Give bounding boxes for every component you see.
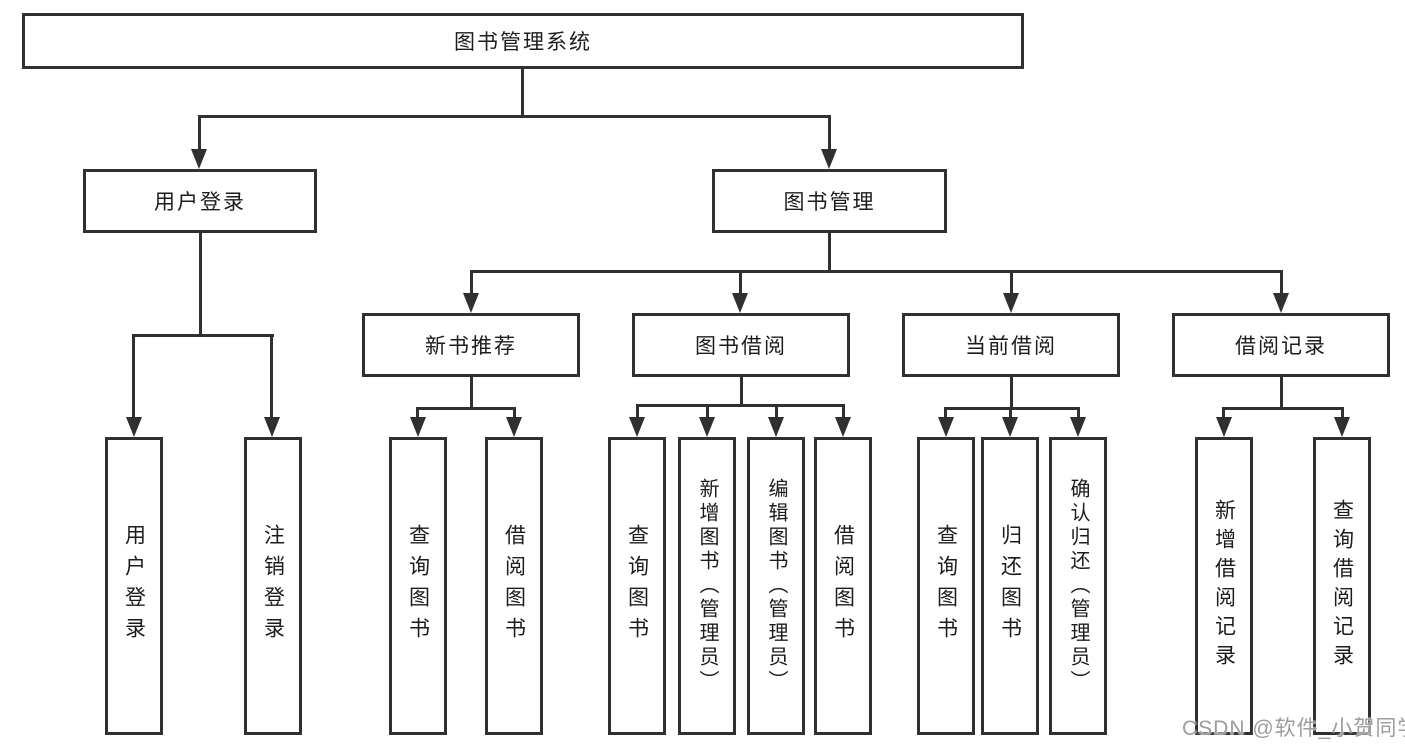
leaf-return-books-label: 归还图书 (998, 524, 1022, 648)
node-book-borrowing: 图书借阅 (632, 313, 850, 377)
leaf-add-borrow-record: 新增借阅记录 (1195, 437, 1253, 735)
connector-to-confirm-return-admin (1077, 407, 1080, 421)
connector-to-leaf-logout (270, 334, 273, 421)
connector-book-borrowing-branch (636, 404, 845, 407)
node-book-management: 图书管理 (712, 169, 947, 233)
arrowhead-edit-books-admin-icon (768, 417, 784, 437)
connector-to-add-borrow-record (1222, 407, 1225, 421)
arrowhead-query-books-current-icon (938, 417, 954, 437)
leaf-logout: 注销登录 (244, 437, 302, 735)
connector-user-login-stem (199, 233, 202, 337)
arrowhead-borrow-books-borrowing-icon (835, 417, 851, 437)
connector-to-query-books-borrowing (636, 404, 639, 421)
arrowhead-leaf-user-login-icon (126, 417, 142, 437)
connector-book-borrowing-stem (740, 377, 743, 407)
leaf-confirm-return-admin: 确认归还（管理员） (1049, 437, 1107, 735)
connector-user-login-branch (132, 334, 274, 337)
connector-to-user-login (198, 115, 201, 153)
node-user-login-label: 用户登录 (154, 191, 246, 214)
arrowhead-add-borrow-record-icon (1216, 417, 1232, 437)
arrowhead-new-book-recommend-icon (463, 293, 479, 313)
arrowhead-borrow-books-recommend-icon (506, 417, 522, 437)
connector-new-book-branch (416, 407, 516, 410)
leaf-edit-books-admin: 编辑图书（管理员） (747, 437, 805, 735)
connector-to-new-book-recommend (470, 270, 473, 297)
node-root: 图书管理系统 (22, 13, 1024, 69)
connector-to-query-books-recommend (416, 407, 419, 421)
arrowhead-add-books-admin-icon (699, 417, 715, 437)
leaf-add-books-admin-label: 新增图书（管理员） (696, 478, 718, 694)
leaf-borrow-books-borrowing: 借阅图书 (814, 437, 872, 735)
node-current-borrowing-label: 当前借阅 (965, 335, 1057, 358)
leaf-edit-books-admin-label: 编辑图书（管理员） (765, 478, 787, 694)
arrowhead-return-books-icon (1002, 417, 1018, 437)
connector-to-book-management (828, 115, 831, 153)
leaf-logout-label: 注销登录 (261, 524, 285, 648)
connector-borrowing-records-branch (1222, 407, 1344, 410)
connector-to-borrow-books-recommend (513, 407, 516, 421)
connector-borrowing-records-stem (1280, 377, 1283, 410)
node-book-borrowing-label: 图书借阅 (695, 335, 787, 358)
connector-to-borrowing-records (1280, 270, 1283, 297)
arrowhead-query-borrow-record-icon (1334, 417, 1350, 437)
leaf-add-books-admin: 新增图书（管理员） (678, 437, 736, 735)
leaf-query-borrow-record-label: 查询借阅记录 (1330, 499, 1354, 673)
connector-to-return-books (1009, 407, 1012, 421)
connector-book-management-stem (828, 233, 831, 273)
leaf-user-login-label: 用户登录 (122, 524, 146, 648)
leaf-confirm-return-admin-label: 确认归还（管理员） (1067, 478, 1089, 694)
leaf-add-borrow-record-label: 新增借阅记录 (1212, 499, 1236, 673)
node-new-book-recommend-label: 新书推荐 (425, 335, 517, 358)
connector-to-current-borrowing (1010, 270, 1013, 297)
connector-current-borrowing-stem (1010, 377, 1013, 410)
arrowhead-current-borrowing-icon (1003, 293, 1019, 313)
node-book-management-label: 图书管理 (783, 191, 876, 214)
connector-level3-branch (470, 270, 1283, 273)
leaf-query-books-borrowing: 查询图书 (608, 437, 666, 735)
csdn-watermark: CSDN @软件_小贺同学 (1182, 717, 1405, 740)
connector-to-query-books-current (944, 407, 947, 421)
connector-to-leaf-user-login (132, 334, 135, 421)
leaf-query-books-current-label: 查询图书 (934, 524, 958, 648)
node-borrowing-records: 借阅记录 (1172, 313, 1390, 377)
node-user-login: 用户登录 (83, 169, 317, 233)
arrowhead-query-books-recommend-icon (410, 417, 426, 437)
node-borrowing-records-label: 借阅记录 (1235, 335, 1327, 358)
arrowhead-user-login-icon (191, 149, 207, 169)
connector-to-edit-books-admin (775, 404, 778, 421)
leaf-query-books-recommend-label: 查询图书 (406, 524, 430, 648)
arrowhead-confirm-return-admin-icon (1070, 417, 1086, 437)
node-root-label: 图书管理系统 (454, 31, 592, 54)
connector-root-stem (521, 69, 524, 118)
arrowhead-query-books-borrowing-icon (629, 417, 645, 437)
leaf-borrow-books-recommend-label: 借阅图书 (502, 524, 526, 648)
leaf-return-books: 归还图书 (981, 437, 1039, 735)
arrowhead-book-management-icon (821, 149, 837, 169)
node-current-borrowing: 当前借阅 (902, 313, 1120, 377)
connector-new-book-stem (470, 377, 473, 410)
leaf-borrow-books-recommend: 借阅图书 (485, 437, 543, 735)
leaf-query-books-recommend: 查询图书 (389, 437, 447, 735)
connector-to-query-borrow-record (1341, 407, 1344, 421)
connector-current-borrowing-branch (944, 407, 1080, 410)
connector-to-borrow-books-borrowing (842, 404, 845, 421)
arrowhead-leaf-logout-icon (264, 417, 280, 437)
leaf-user-login: 用户登录 (105, 437, 163, 735)
arrowhead-borrowing-records-icon (1273, 293, 1289, 313)
connector-to-add-books-admin (706, 404, 709, 421)
leaf-query-borrow-record: 查询借阅记录 (1313, 437, 1371, 735)
leaf-borrow-books-borrowing-label: 借阅图书 (831, 524, 855, 648)
leaf-query-books-borrowing-label: 查询图书 (625, 524, 649, 648)
leaf-query-books-current: 查询图书 (917, 437, 975, 735)
arrowhead-book-borrowing-icon (732, 293, 748, 313)
node-new-book-recommend: 新书推荐 (362, 313, 580, 377)
connector-level2-branch (198, 115, 831, 118)
connector-to-book-borrowing (739, 270, 742, 297)
